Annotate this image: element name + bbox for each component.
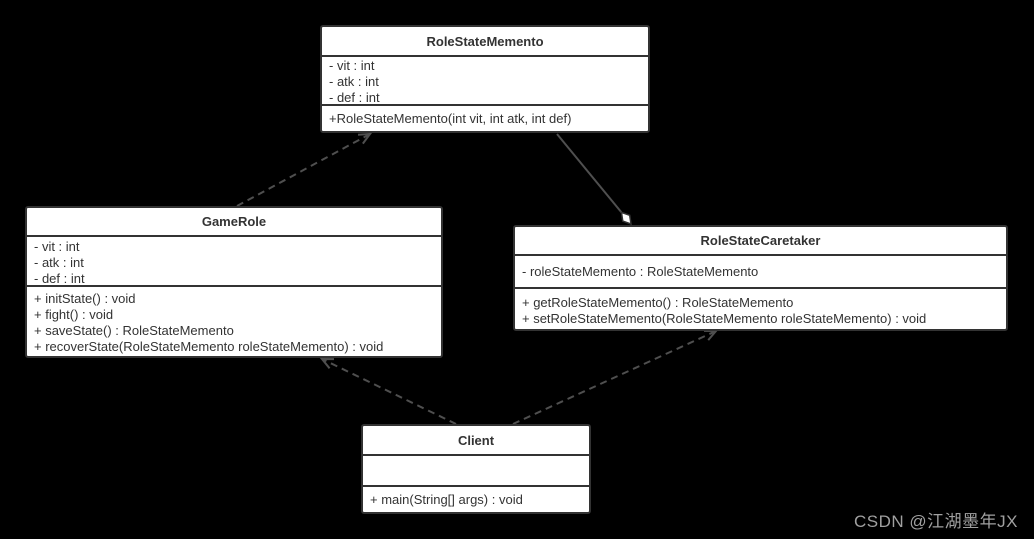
memento-to-caretaker-aggregation	[556, 133, 632, 226]
member-line: + initState() : void	[34, 291, 136, 306]
open-arrowhead-icon	[319, 357, 335, 369]
member-line: - vit : int	[329, 58, 375, 73]
aggregation-diamond-icon	[620, 211, 632, 226]
class-attributes: - roleStateMemento : RoleStateMemento	[515, 254, 1006, 287]
class-methods: +RoleStateMemento(int vit, int atk, int …	[322, 104, 648, 131]
class-rolestatecaretaker: RoleStateCaretaker - roleStateMemento : …	[513, 225, 1008, 331]
class-title: Client	[457, 432, 495, 448]
member-line: - def : int	[34, 271, 85, 285]
class-methods: + main(String[] args) : void	[363, 485, 589, 512]
member-line: + fight() : void	[34, 307, 114, 322]
member-line: - def : int	[329, 90, 380, 104]
class-methods: + initState() : void+ fight() : void+ sa…	[27, 285, 441, 356]
member-line: + recoverState(RoleStateMemento roleStat…	[34, 339, 384, 354]
class-title: GameRole	[201, 214, 267, 229]
member-line: +RoleStateMemento(int vit, int atk, int …	[329, 111, 572, 126]
class-gamerole: GameRole - vit : int- atk : int- def : i…	[25, 206, 443, 358]
member-line: - vit : int	[34, 239, 80, 254]
class-attributes: - vit : int- atk : int- def : int	[27, 235, 441, 285]
class-methods: + getRoleStateMemento() : RoleStateMemen…	[515, 287, 1006, 329]
class-title: RoleStateMemento	[426, 33, 544, 49]
member-line: - atk : int	[329, 74, 379, 89]
open-arrowhead-icon	[703, 329, 719, 341]
class-rolestatememento: RoleStateMemento - vit : int- atk : int-…	[320, 25, 650, 133]
member-line: + setRoleStateMemento(RoleStateMemento r…	[522, 311, 927, 326]
watermark-text: CSDN @江湖墨年JX	[854, 512, 1018, 531]
class-title: RoleStateCaretaker	[700, 233, 821, 248]
open-arrowhead-icon	[357, 132, 373, 145]
class-client: Client + main(String[] args) : void	[361, 424, 591, 514]
client-to-caretaker-dependency	[512, 329, 719, 425]
class-attributes	[363, 454, 589, 485]
class-attributes: - vit : int- atk : int- def : int	[322, 55, 648, 104]
member-line: + getRoleStateMemento() : RoleStateMemen…	[522, 295, 794, 310]
gamerole-to-memento-dependency	[236, 132, 373, 207]
member-line: - roleStateMemento : RoleStateMemento	[522, 264, 759, 279]
client-to-gamerole-dependency	[319, 357, 457, 425]
member-line: - atk : int	[34, 255, 84, 270]
member-line: + main(String[] args) : void	[370, 492, 523, 507]
member-line: + saveState() : RoleStateMemento	[34, 323, 234, 338]
